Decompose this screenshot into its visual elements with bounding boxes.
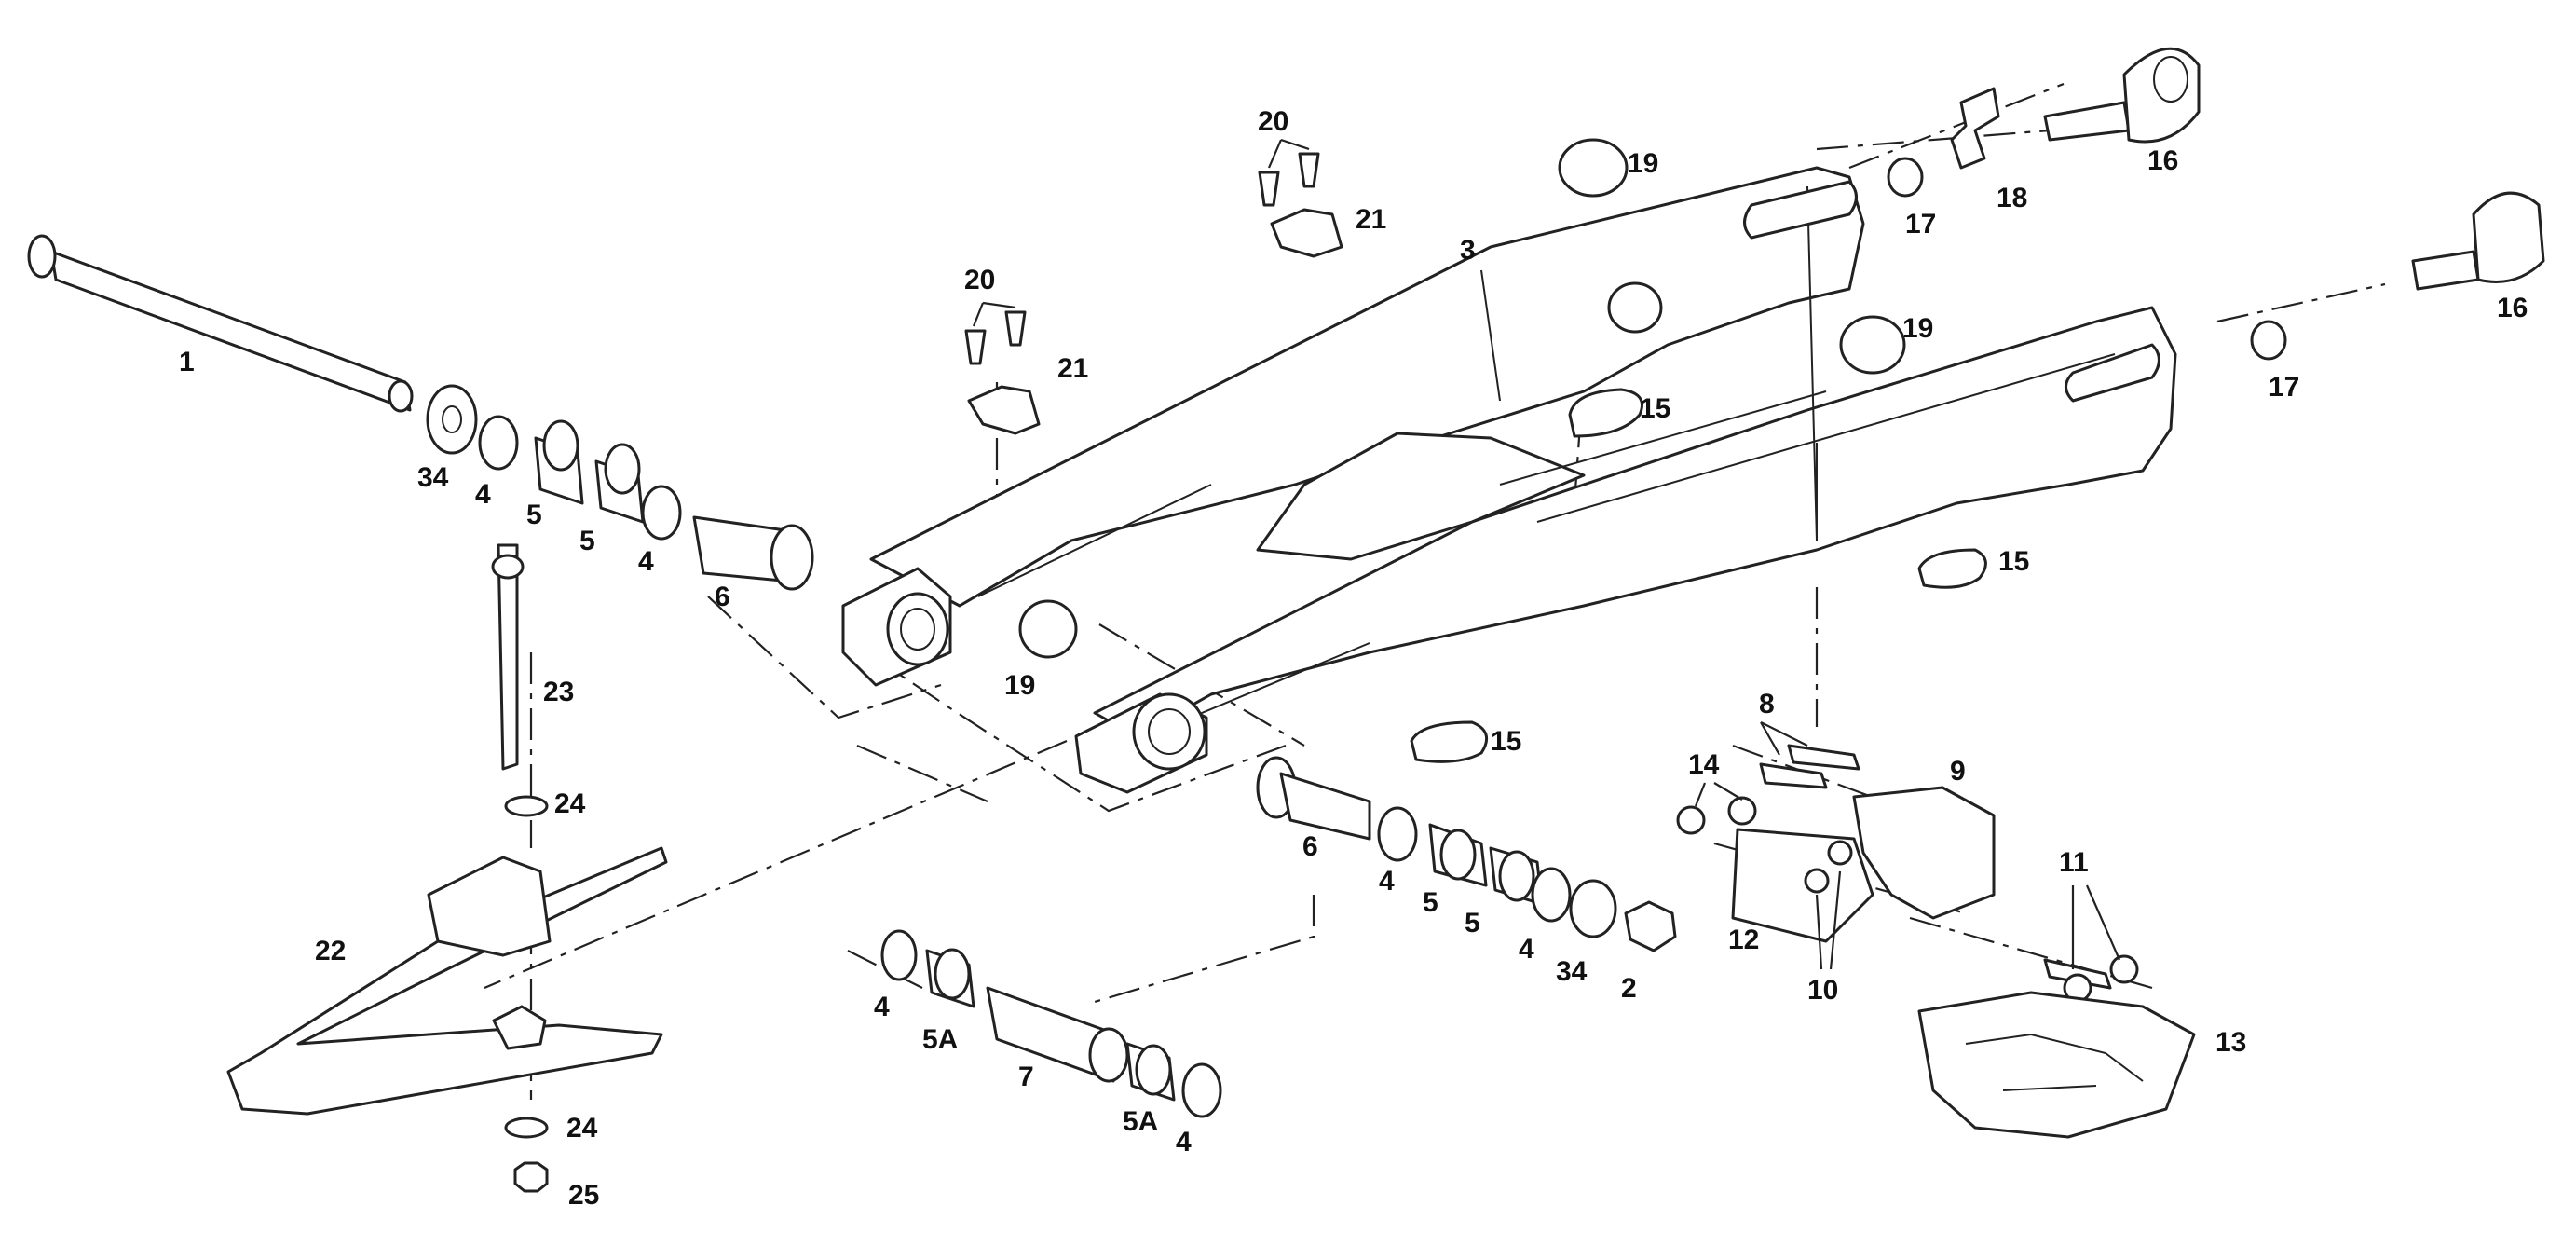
callout-11: 11 bbox=[2059, 847, 2089, 878]
callout-3: 3 bbox=[1460, 235, 1476, 266]
callout-23: 23 bbox=[543, 677, 574, 707]
callout-19: 19 bbox=[1628, 148, 1658, 179]
callout-16: 16 bbox=[2147, 145, 2178, 176]
caps-and-clamps bbox=[964, 138, 1906, 659]
callout-34: 34 bbox=[417, 462, 449, 493]
callout-20: 20 bbox=[1258, 106, 1288, 137]
callout-2: 2 bbox=[1621, 973, 1637, 1004]
callout-4: 4 bbox=[475, 479, 491, 510]
callout-7: 7 bbox=[1018, 1062, 1034, 1092]
callout-5A: 5A bbox=[922, 1024, 958, 1055]
callout-16: 16 bbox=[2497, 293, 2528, 323]
callout-25: 25 bbox=[568, 1180, 599, 1211]
callout-5: 5 bbox=[526, 500, 542, 530]
callout-9: 9 bbox=[1950, 756, 1966, 787]
callout-labels: 1 34 4 5 5 4 6 20 21 20 21 3 19 19 19 15… bbox=[179, 106, 2528, 1211]
callout-19: 19 bbox=[1004, 670, 1035, 701]
callout-4: 4 bbox=[1176, 1127, 1192, 1158]
callout-1: 1 bbox=[179, 347, 195, 377]
callout-4: 4 bbox=[638, 546, 654, 577]
callout-21: 21 bbox=[1057, 353, 1088, 384]
callout-15: 15 bbox=[1640, 393, 1670, 424]
right-bearing-stack bbox=[1256, 756, 1677, 952]
callout-4: 4 bbox=[874, 992, 890, 1022]
callout-13: 13 bbox=[2215, 1027, 2246, 1058]
callout-17: 17 bbox=[1905, 209, 1936, 240]
callout-6: 6 bbox=[1302, 831, 1318, 862]
leader-lines bbox=[972, 138, 2121, 970]
callout-6: 6 bbox=[715, 582, 730, 612]
callout-8: 8 bbox=[1759, 689, 1775, 719]
pivot-axle bbox=[27, 234, 414, 413]
chain-adjusters bbox=[1887, 47, 2545, 361]
callout-18: 18 bbox=[1997, 183, 2027, 213]
callout-24: 24 bbox=[566, 1113, 598, 1144]
callout-19: 19 bbox=[1902, 313, 1933, 344]
callout-10: 10 bbox=[1807, 975, 1838, 1006]
chain-slider bbox=[226, 543, 668, 1193]
callout-21: 21 bbox=[1356, 204, 1386, 235]
grommets bbox=[1410, 388, 1987, 763]
callout-15: 15 bbox=[1491, 726, 1521, 757]
callout-4: 4 bbox=[1519, 934, 1534, 965]
left-bearing-stack bbox=[426, 384, 814, 591]
callout-12: 12 bbox=[1728, 925, 1759, 955]
callout-17: 17 bbox=[2269, 372, 2299, 403]
callout-5: 5 bbox=[1423, 887, 1438, 918]
callout-22: 22 bbox=[315, 936, 346, 966]
callout-14: 14 bbox=[1688, 749, 1720, 780]
chain-guide-assembly bbox=[1676, 744, 2196, 1139]
callout-15: 15 bbox=[1998, 546, 2029, 577]
callout-20: 20 bbox=[964, 265, 995, 295]
lower-spacer-stack bbox=[880, 929, 1222, 1118]
callout-4: 4 bbox=[1379, 866, 1395, 897]
callout-5: 5 bbox=[579, 526, 595, 556]
callout-24: 24 bbox=[554, 788, 586, 819]
callout-5A: 5A bbox=[1123, 1106, 1158, 1137]
callout-5: 5 bbox=[1465, 908, 1480, 938]
callout-34: 34 bbox=[1556, 956, 1588, 987]
swingarm bbox=[841, 166, 2177, 794]
